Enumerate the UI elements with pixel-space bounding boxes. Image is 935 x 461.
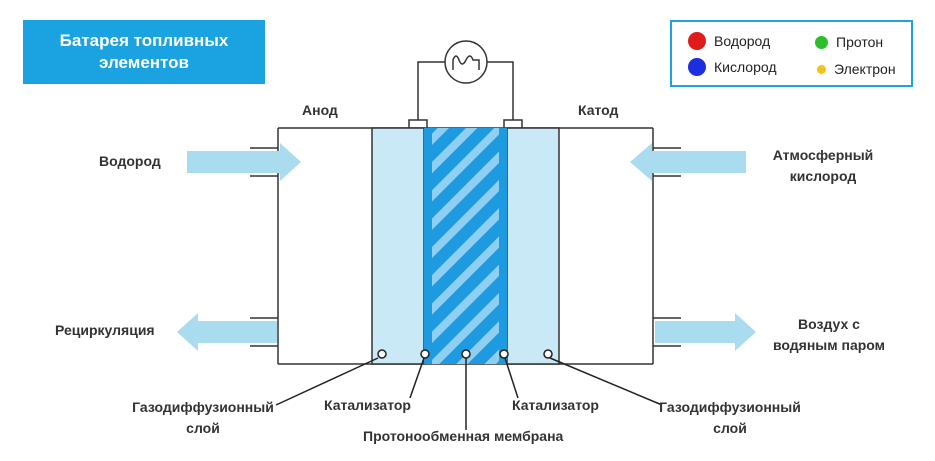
proton-exchange-membrane [424, 128, 507, 364]
anode-label: Анод [302, 102, 338, 118]
title-box: Батарея топливных элементов [23, 20, 265, 84]
legend-item-hydrogen: Водород [688, 32, 770, 50]
air-outlet-line-2: водяным паром [772, 337, 886, 353]
electron-dot-icon [817, 64, 826, 74]
catalyst-layer-left [424, 128, 432, 364]
title-line-1: Батарея топливных [59, 31, 229, 50]
legend-item-oxygen: Кислород [688, 58, 777, 76]
legend-label: Водород [714, 33, 771, 49]
oxygen-inlet-arrow [630, 143, 746, 181]
recirculation-label: Рециркуляция [55, 322, 155, 338]
leader-lines [275, 357, 663, 430]
title-line-2: элементов [98, 53, 189, 72]
recirculation-outlet-arrow [177, 313, 277, 351]
air-outlet-line-1: Воздух с [798, 316, 860, 332]
pointer-markers [377, 349, 553, 359]
gdl-left-label: Газодиффузионный слой [120, 397, 286, 439]
gdl-left-line-1: Газодиффузионный [132, 399, 274, 415]
legend-label: Электрон [834, 61, 896, 77]
legend: Водород Протон Кислород Электрон [670, 20, 913, 87]
gas-diffusion-layer-right [506, 127, 560, 365]
proton-dot-icon [815, 35, 828, 49]
hydrogen-inlet-arrow [187, 143, 301, 181]
ports [250, 147, 681, 347]
catalyst-layer-right [499, 128, 507, 364]
hydrogen-dot-icon [688, 32, 706, 50]
gdl-right-label: Газодиффузионный слой [647, 397, 813, 439]
air-outlet-label: Воздух с водяным паром [762, 314, 896, 356]
gdl-right-line-1: Газодиффузионный [659, 399, 801, 415]
oxygen-inlet-line-2: кислород [789, 168, 857, 184]
hydrogen-inlet-label: Водород [99, 153, 161, 169]
oxygen-inlet-label: Атмосферный кислород [758, 145, 888, 187]
legend-label: Кислород [714, 59, 777, 75]
catalyst-right-pointer [499, 349, 509, 359]
gdl-right-line-2: слой [713, 420, 747, 436]
legend-label: Протон [836, 34, 884, 50]
gdl-left-pointer [377, 349, 387, 359]
catalyst-left-pointer [420, 349, 430, 359]
oxygen-dot-icon [688, 58, 706, 76]
gdl-left-line-2: слой [186, 420, 220, 436]
oxygen-inlet-line-1: Атмосферный [772, 147, 874, 163]
catalyst-left-label: Катализатор [324, 397, 411, 413]
legend-item-electron: Электрон [817, 61, 896, 77]
air-outlet-arrow [655, 313, 756, 351]
gas-diffusion-layer-left [371, 127, 425, 365]
gdl-right-pointer [543, 349, 553, 359]
membrane-pointer [461, 349, 471, 359]
cathode-label: Катод [578, 102, 619, 118]
membrane-label: Протонообменная мембрана [363, 428, 564, 444]
catalyst-right-label: Катализатор [512, 397, 599, 413]
legend-item-proton: Протон [815, 34, 883, 50]
lamp-icon [444, 40, 488, 84]
